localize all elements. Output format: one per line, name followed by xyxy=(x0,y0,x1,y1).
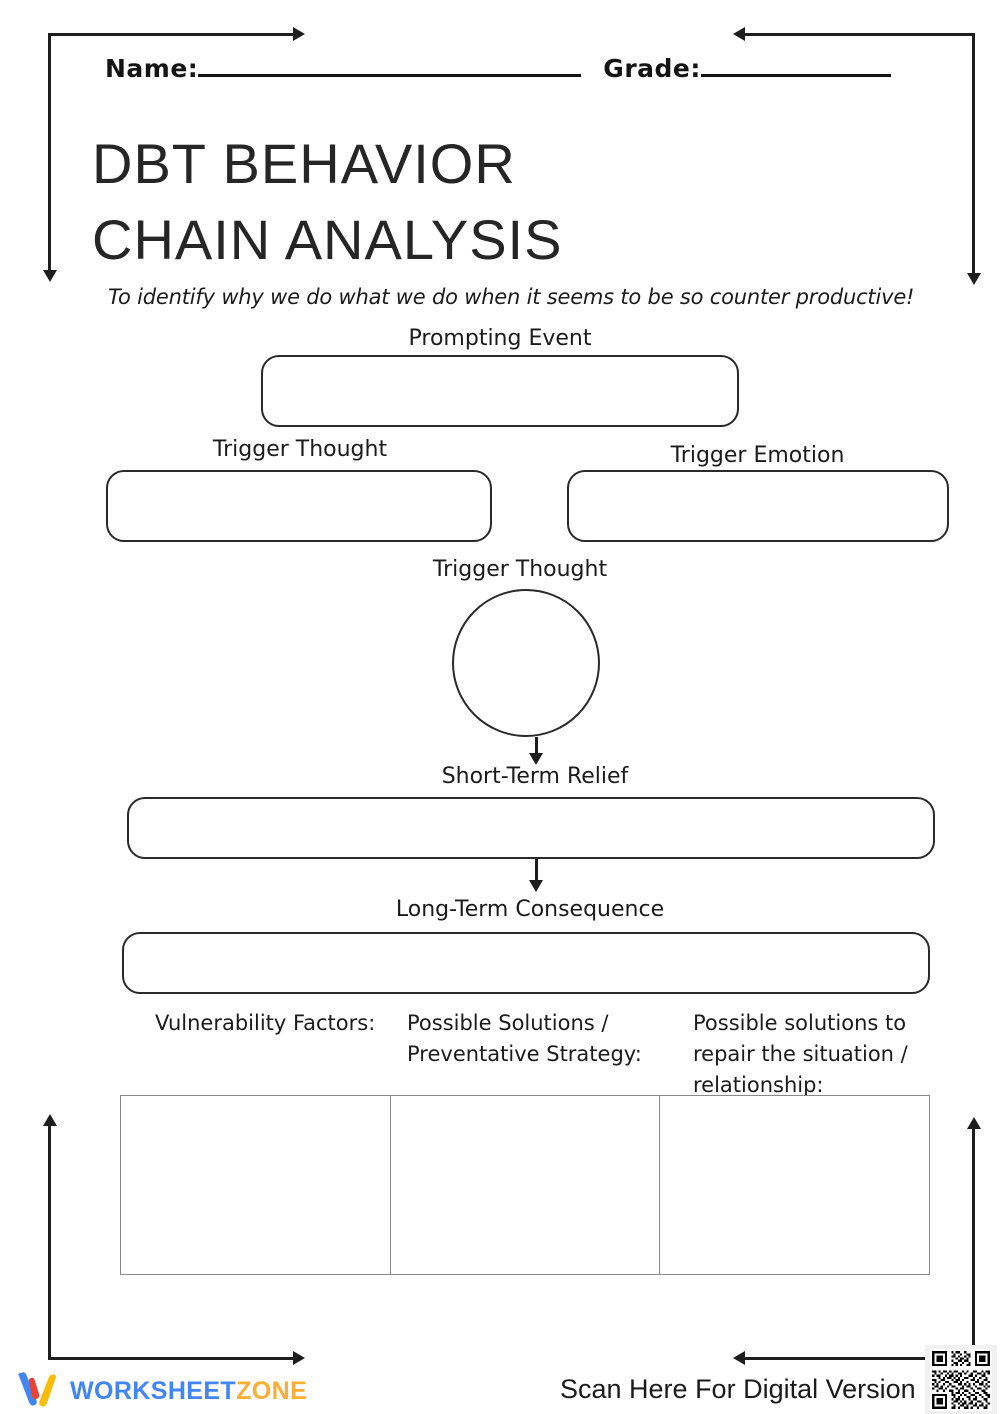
prompting-event-label: Prompting Event xyxy=(408,326,592,351)
frame-top-left-horizontal xyxy=(48,33,298,36)
page-subtitle: To identify why we do what we do when it… xyxy=(108,285,915,309)
connector-relief-to-consequence-arrow-icon xyxy=(529,880,543,892)
logo-wordmark: WORKSHEETZONE xyxy=(70,1377,307,1406)
frame-top-left-arrow-right-icon xyxy=(293,27,305,41)
name-input[interactable] xyxy=(198,57,582,77)
answer-cell-repair-solutions[interactable] xyxy=(660,1096,929,1274)
trigger-emotion-box[interactable] xyxy=(567,470,949,542)
frame-bottom-left-arrow-up-icon xyxy=(43,1114,57,1126)
worksheet-zone-mark-icon xyxy=(14,1372,60,1410)
frame-top-left-vertical xyxy=(48,33,51,275)
page-title-line-2: CHAIN ANALYSIS xyxy=(92,208,563,271)
column-heading-line: Preventative Strategy: xyxy=(407,1042,642,1066)
column-heading-repair-solutions: Possible solutions to repair the situati… xyxy=(693,1008,933,1101)
trigger-emotion-label: Trigger Emotion xyxy=(670,443,845,468)
connector-circle-to-relief xyxy=(535,737,538,759)
frame-top-left-arrow-down-icon xyxy=(43,270,57,282)
trigger-thought-label: Trigger Thought xyxy=(212,437,388,462)
frame-bottom-right-horizontal xyxy=(745,1357,973,1360)
grade-label: Grade: xyxy=(603,54,701,83)
connector-relief-to-consequence xyxy=(535,859,538,886)
frame-bottom-left-horizontal xyxy=(48,1357,298,1360)
frame-top-right-vertical xyxy=(972,33,975,278)
frame-top-right-arrow-down-icon xyxy=(967,273,981,285)
long-term-consequence-label: Long-Term Consequence xyxy=(395,897,665,922)
trigger-thought-box[interactable] xyxy=(106,470,492,542)
connector-circle-to-relief-arrow-icon xyxy=(529,753,543,765)
column-heading-vulnerability-factors: Vulnerability Factors: xyxy=(155,1008,395,1039)
frame-top-right-horizontal xyxy=(745,33,975,36)
column-heading-line: repair the situation / xyxy=(693,1042,908,1066)
grade-input[interactable] xyxy=(700,57,891,77)
short-term-relief-box[interactable] xyxy=(127,797,935,859)
frame-bottom-right-arrow-up-icon xyxy=(967,1117,981,1129)
page-title: DBT BEHAVIOR CHAIN ANALYSIS xyxy=(92,126,562,278)
worksheet-zone-logo[interactable]: WORKSHEETZONE xyxy=(14,1372,307,1410)
trigger-thought-circle-label: Trigger Thought xyxy=(432,557,608,582)
trigger-thought-circle[interactable] xyxy=(452,589,600,737)
scan-here-text: Scan Here For Digital Version xyxy=(560,1374,916,1404)
answer-cell-vulnerability-factors[interactable] xyxy=(121,1096,391,1274)
long-term-consequence-box[interactable] xyxy=(122,932,930,994)
answer-grid xyxy=(120,1095,930,1275)
qr-code[interactable] xyxy=(925,1345,997,1414)
column-heading-line: relationship: xyxy=(693,1073,824,1097)
column-heading-line: Vulnerability Factors: xyxy=(155,1011,376,1035)
name-grade-row: Name: Grade: xyxy=(105,54,891,83)
answer-cell-possible-solutions[interactable] xyxy=(391,1096,661,1274)
logo-wordmark-secondary: ZONE xyxy=(236,1376,308,1405)
name-label: Name: xyxy=(105,54,199,83)
column-heading-possible-solutions: Possible Solutions / Preventative Strate… xyxy=(407,1008,657,1070)
frame-bottom-right-arrow-left-icon xyxy=(733,1351,745,1365)
column-heading-line: Possible solutions to xyxy=(693,1011,907,1035)
frame-bottom-left-vertical xyxy=(48,1126,51,1360)
frame-bottom-left-arrow-right-icon xyxy=(293,1351,305,1365)
column-heading-line: Possible Solutions / xyxy=(407,1011,609,1035)
short-term-relief-label: Short-Term Relief xyxy=(441,764,629,789)
prompting-event-box[interactable] xyxy=(261,355,739,427)
logo-wordmark-primary: WORKSHEET xyxy=(70,1376,237,1405)
frame-top-right-arrow-left-icon xyxy=(733,27,745,41)
page-title-line-1: DBT BEHAVIOR xyxy=(92,132,516,195)
frame-bottom-right-vertical xyxy=(972,1129,975,1351)
